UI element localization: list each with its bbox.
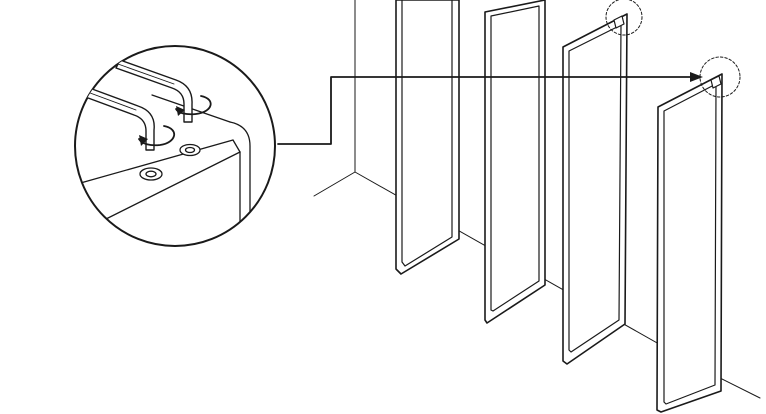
screw-head [139, 167, 163, 181]
callout-connector [277, 72, 703, 145]
panel-frame [656, 73, 723, 413]
hex-key [115, 59, 193, 123]
panel-frame [395, 0, 460, 275]
highlight-circle [605, 0, 643, 36]
highlight-circle [699, 56, 741, 98]
rotation-arrow [138, 125, 175, 147]
detail-callout [74, 45, 276, 247]
frame-corner-detail [75, 94, 251, 246]
screw-head [179, 143, 201, 157]
panel-frame [484, 0, 546, 324]
panel-frame [562, 13, 628, 365]
rotation-arrow [175, 95, 212, 116]
